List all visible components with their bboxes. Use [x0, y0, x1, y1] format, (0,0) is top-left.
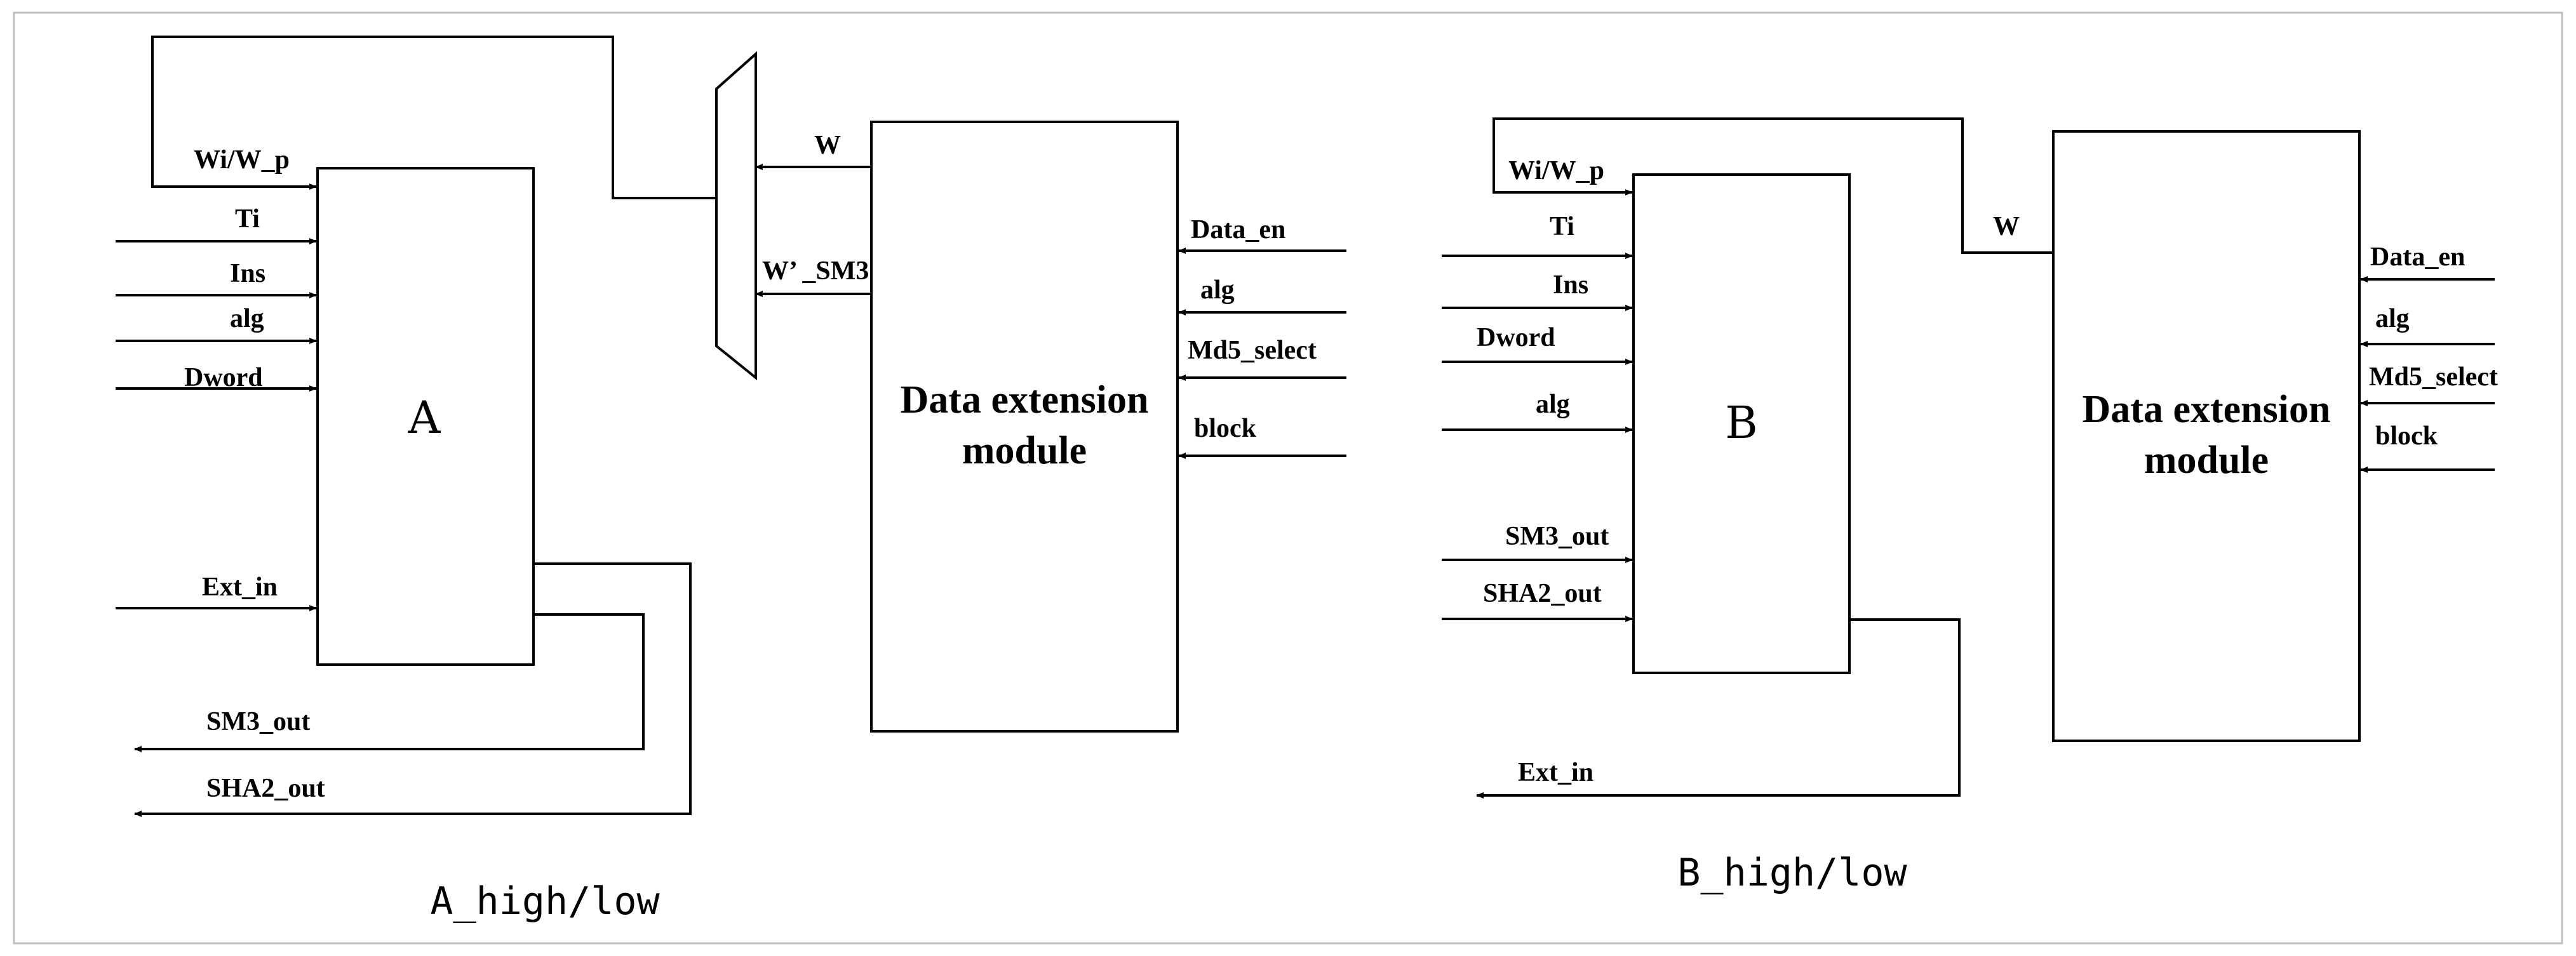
- link-label-w-b: W: [1993, 212, 2020, 241]
- ext-input-label-alg-a: alg: [1200, 276, 1235, 305]
- diagram-frame: [13, 11, 2563, 945]
- core-b-label: B: [1725, 397, 1757, 449]
- data-extension-title-a-line1: Data extension: [901, 378, 1149, 422]
- input-label-alg-a: alg: [230, 304, 264, 333]
- feedback-wire-a: [151, 36, 716, 199]
- feedback-wire-b: [1493, 117, 2053, 254]
- data-extension-module-b: [2052, 130, 2361, 742]
- input-label-dword-b: Dword: [1477, 323, 1555, 352]
- ext-input-label-data-en-a: Data_en: [1191, 215, 1285, 244]
- data-extension-title-a-line2: module: [962, 429, 1087, 472]
- input-label-ext-in-a: Ext_in: [202, 573, 278, 602]
- output-label-ext-in-b: Ext_in: [1518, 758, 1593, 787]
- mux-input-label-w-sm3-a: W’ _SM3: [762, 256, 869, 286]
- input-label-sm3-out-b: SM3_out: [1505, 522, 1609, 551]
- mux-input-label-w-a: W: [814, 131, 841, 160]
- mux-a: [715, 51, 757, 381]
- input-label-ti-b: Ti: [1550, 212, 1574, 241]
- ext-input-label-block-a: block: [1194, 414, 1257, 443]
- caption-a: A_high/low: [430, 879, 660, 924]
- left-group: A Wi/W_p Ti Ins alg Dword Ext_in SM3_out…: [116, 36, 1346, 924]
- output-label-sm3-a: SM3_out: [206, 707, 310, 736]
- output-wire-sha2-a: [134, 562, 692, 817]
- input-label-ti-a: Ti: [235, 204, 260, 234]
- core-b-box: [1632, 173, 1851, 674]
- core-a-label: A: [408, 392, 441, 444]
- input-label-ins-a: Ins: [230, 259, 265, 288]
- ext-input-label-block-b: block: [2375, 422, 2438, 451]
- input-label-dword-a: Dword: [184, 363, 263, 392]
- input-label-alg-b: alg: [1536, 390, 1570, 419]
- input-label-ins-b: Ins: [1553, 270, 1588, 300]
- output-label-sha2-a: SHA2_out: [206, 774, 325, 803]
- ext-input-label-md5-select-b: Md5_select: [2369, 362, 2498, 392]
- ext-input-label-alg-b: alg: [2375, 304, 2410, 333]
- ext-input-label-data-en-b: Data_en: [2370, 242, 2465, 272]
- output-wire-ext-in-b: [1476, 618, 1961, 799]
- input-label-wi-wp-b: Wi/W_p: [1508, 156, 1604, 185]
- data-extension-title-b-line1: Data extension: [2083, 388, 2331, 431]
- input-label-sha2-out-b: SHA2_out: [1483, 579, 1602, 608]
- core-a-box: [316, 167, 535, 666]
- caption-b: B_high/low: [1677, 851, 1907, 895]
- ext-input-label-md5-select-a: Md5_select: [1188, 336, 1317, 365]
- input-label-wi-wp-a: Wi/W_p: [194, 145, 290, 175]
- output-wire-sm3-a: [134, 613, 645, 752]
- right-group: B Wi/W_p W Ti Ins Dword alg SM3_out SHA2…: [1442, 117, 2498, 895]
- data-extension-title-b-line2: module: [2144, 439, 2269, 482]
- data-extension-module-a: [870, 121, 1179, 733]
